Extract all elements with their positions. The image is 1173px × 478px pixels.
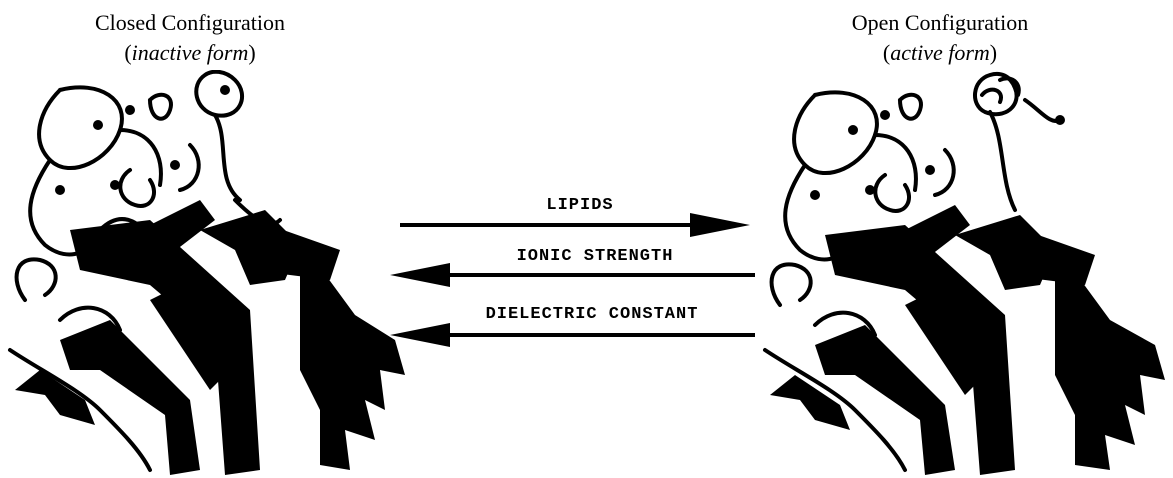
inactive-form-label: inactive form [132,40,249,65]
open-protein-ribbon-image [760,70,1173,478]
open-configuration-title: Open Configuration [790,8,1090,38]
left-arrowhead-icon [390,323,450,347]
paren-open: ( [124,40,131,65]
ionic-strength-label: IONIC STRENGTH [517,247,674,266]
closed-configuration-caption: Closed Configuration (inactive form) [40,8,340,68]
dielectric-constant-arrow: DIELECTRIC CONSTANT [390,305,755,347]
closed-protein-ribbon-image [0,70,410,478]
paren-close: ) [990,40,997,65]
active-form-label: active form [890,40,990,65]
open-configuration-caption: Open Configuration (active form) [790,8,1090,68]
lipids-arrow: LIPIDS [400,196,750,237]
equilibrium-arrows: LIPIDS IONIC STRENGTH DIELECTRIC CONSTAN… [380,175,770,365]
paren-close: ) [248,40,255,65]
left-arrowhead-icon [390,263,450,287]
closed-configuration-subtitle: (inactive form) [40,38,340,68]
closed-configuration-title: Closed Configuration [40,8,340,38]
lipids-label: LIPIDS [546,196,613,215]
right-arrowhead-icon [690,213,750,237]
dielectric-constant-label: DIELECTRIC CONSTANT [486,305,699,324]
ionic-strength-arrow: IONIC STRENGTH [390,247,755,287]
open-configuration-subtitle: (active form) [790,38,1090,68]
